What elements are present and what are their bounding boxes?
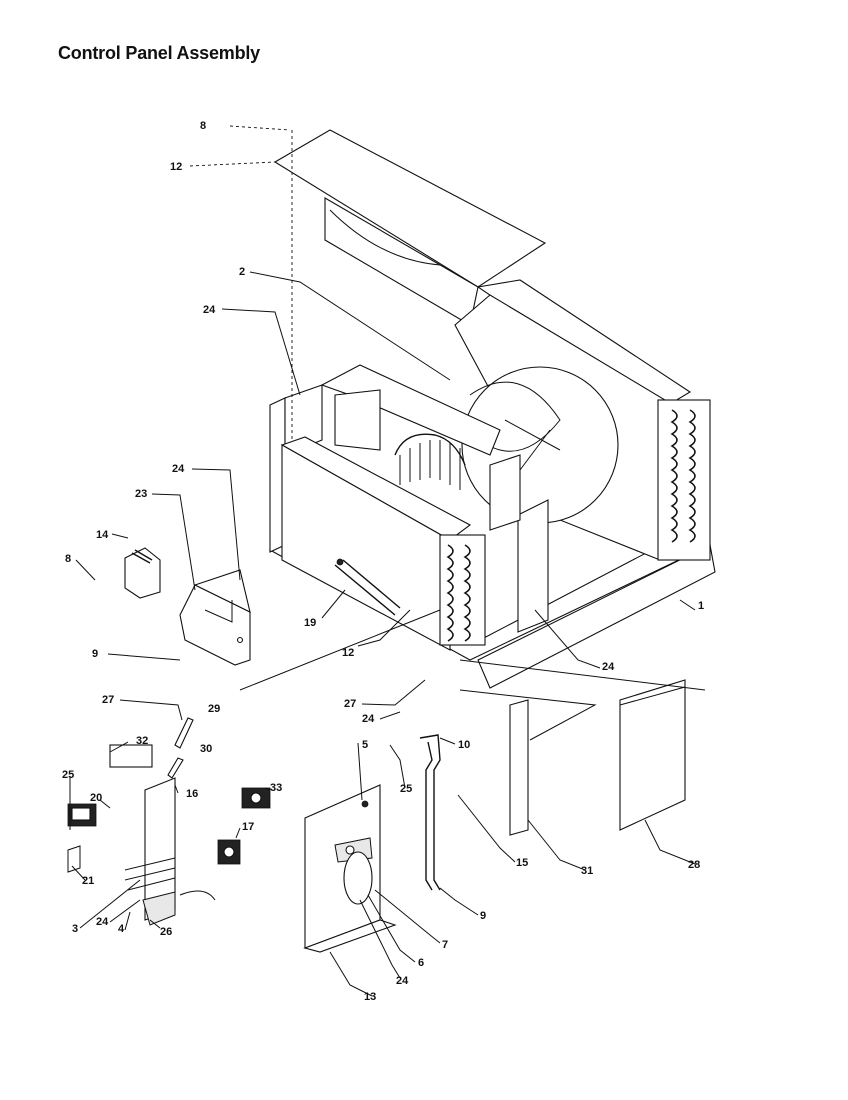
callout-13: 12 [170, 161, 182, 173]
callout-7: 7 [442, 939, 448, 951]
callout-20: 20 [90, 792, 102, 804]
part-32 [109, 744, 153, 768]
callout-24-mid: 24 [362, 713, 375, 725]
callout-10: 9 [480, 910, 486, 922]
part-6 [343, 851, 373, 905]
callout-9: 9 [92, 648, 98, 660]
callout-5: 5 [362, 739, 368, 751]
callout-25-mid: 25 [400, 783, 412, 795]
callout-24-bottom: 24 [396, 975, 409, 987]
callout-6: 6 [418, 957, 424, 969]
panel-part-28 [619, 679, 686, 831]
page-title: Control Panel Assembly [58, 43, 260, 63]
callout-1: 1 [698, 600, 704, 612]
callout-22: 23 [135, 488, 147, 500]
callout-29: 31 [581, 865, 593, 877]
callout-24: 24 [172, 463, 185, 475]
condenser-coil [657, 399, 711, 561]
callout-14: 13 [364, 991, 376, 1003]
drain-tube-part-10 [419, 734, 441, 891]
callout-12: 12 [342, 647, 354, 659]
leader-lines [69, 125, 706, 997]
callout-27-mid: 27 [344, 698, 356, 710]
part-21 [67, 845, 81, 873]
panel-part-29 [509, 699, 529, 836]
part-26 [179, 890, 216, 901]
callout-2: 2 [239, 266, 245, 278]
evaporator-coil [280, 436, 486, 651]
part-31 [167, 757, 184, 779]
callout-23: 24 [203, 304, 216, 316]
control-box-part-9 [179, 569, 251, 666]
callout-17: 16 [186, 788, 198, 800]
partition-part-2 [320, 364, 501, 490]
callout-21: 21 [82, 875, 94, 887]
panel-parts-left [67, 717, 271, 901]
callout-19: 19 [304, 617, 316, 629]
callout-24-right: 24 [602, 661, 615, 673]
callout-33: 33 [270, 782, 282, 794]
callout-labels: 8 12 2 24 24 23 14 8 9 19 12 24 1 27 29 … [62, 120, 704, 1003]
callout-24-panel: 24 [96, 916, 109, 928]
bracket-right [489, 454, 549, 633]
label-plate-part-15 [124, 547, 161, 599]
callout-27: 27 [102, 694, 114, 706]
callout-11: 10 [458, 739, 470, 751]
part-5 [361, 800, 369, 808]
callout-30: 29 [208, 703, 220, 715]
callout-3: 3 [72, 923, 78, 935]
callout-16: 15 [516, 857, 528, 869]
callout-8-left: 8 [65, 553, 71, 565]
callout-8: 8 [200, 120, 206, 132]
callout-15: 14 [96, 529, 109, 541]
callout-25: 25 [62, 769, 74, 781]
control-panel-part-17 [124, 777, 176, 926]
callout-28: 28 [688, 859, 700, 871]
callout-26: 26 [160, 926, 172, 938]
callout-32: 32 [136, 735, 148, 747]
callout-31: 30 [200, 743, 212, 755]
front-panel-part-14 [303, 784, 397, 953]
part-30 [174, 717, 194, 749]
callout-18: 17 [242, 821, 254, 833]
callout-4: 4 [118, 923, 125, 935]
